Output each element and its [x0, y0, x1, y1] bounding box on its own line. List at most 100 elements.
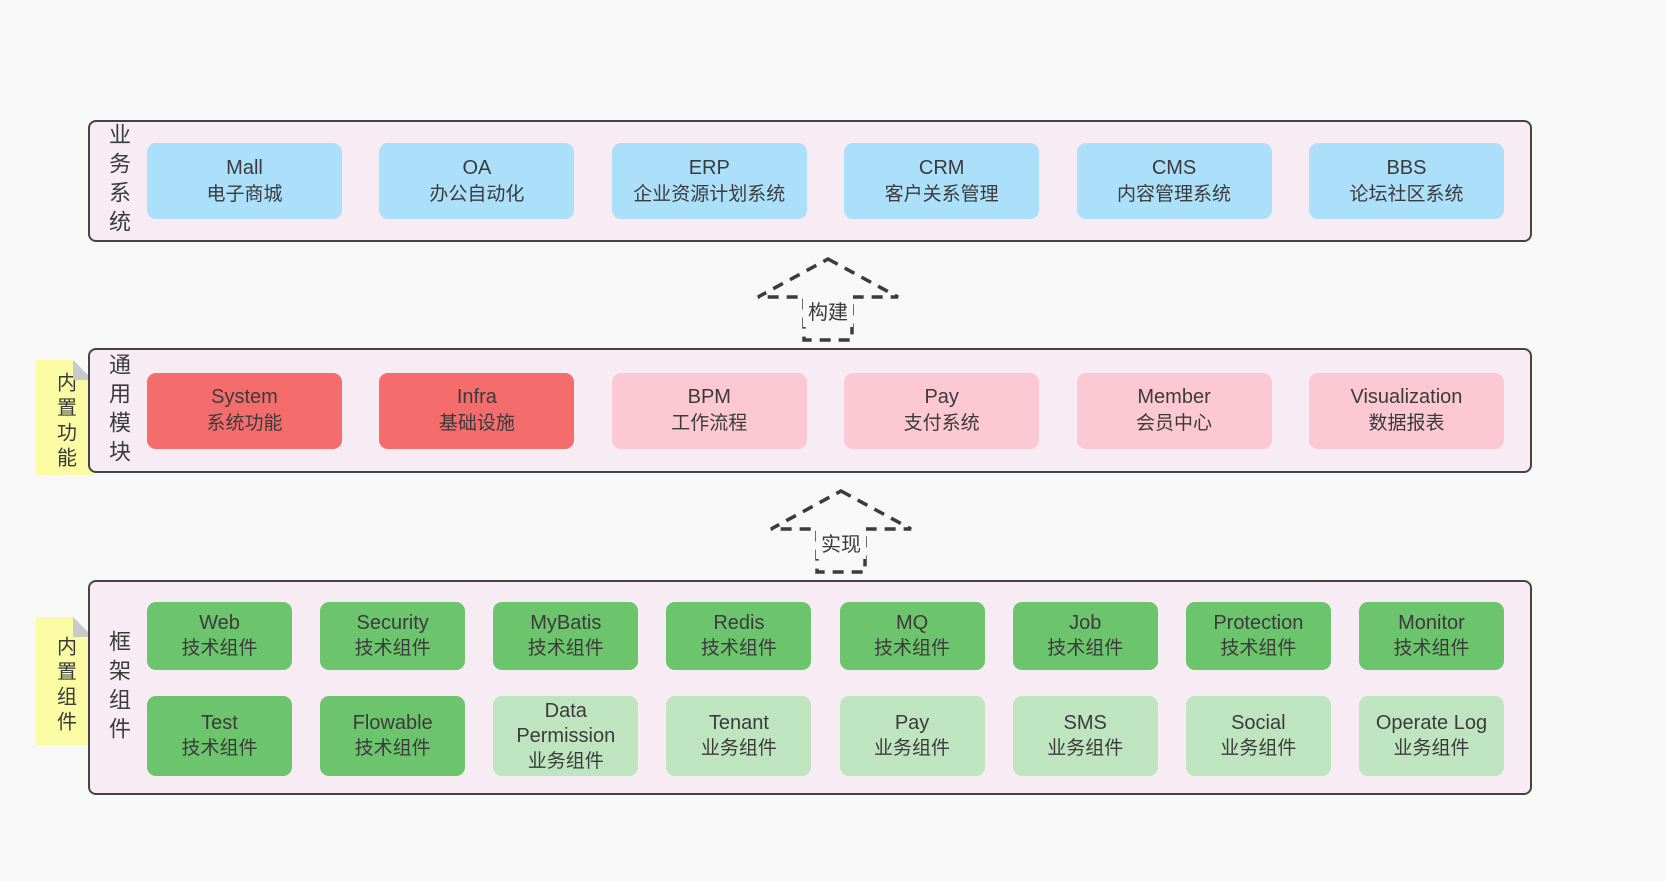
box-subtitle: 技术组件 — [700, 638, 777, 659]
sticky-built-in-components-label: 内置组件 — [53, 636, 76, 737]
box-system: System 系统功能 — [147, 372, 342, 449]
box-title: Operate Log — [1375, 712, 1488, 734]
box-subtitle: 技术组件 — [1047, 638, 1124, 659]
box-mybatis: MyBatis 技术组件 — [493, 602, 639, 670]
box-data-permission: Data Permission 业务组件 — [493, 696, 639, 776]
box-subtitle: 技术组件 — [1393, 638, 1470, 659]
box-title: MyBatis — [530, 612, 602, 634]
box-title: Monitor — [1398, 612, 1465, 634]
box-sms: SMS 业务组件 — [1012, 696, 1158, 776]
box-subtitle: 业务组件 — [1220, 738, 1297, 759]
box-subtitle: 内容管理系统 — [1117, 183, 1232, 205]
box-member: Member 会员中心 — [1076, 372, 1272, 449]
box-subtitle: 技术组件 — [354, 738, 431, 759]
box-title: Infra — [456, 386, 497, 408]
build-arrow-label: 构建 — [803, 294, 853, 327]
box-subtitle: 技术组件 — [1220, 638, 1297, 659]
business-box-row: Mall 电子商城 OA 办公自动化 ERP 企业资源计划系统 CRM 客户关系管理 CMS 内容… — [147, 143, 1504, 219]
box-flowable: Flowable 技术组件 — [320, 696, 466, 776]
box-subtitle: 业务组件 — [874, 738, 951, 759]
box-social: Social 业务组件 — [1185, 696, 1331, 776]
box-subtitle: 会员中心 — [1136, 413, 1213, 434]
box-title: Flowable — [352, 712, 433, 734]
sticky-built-in-functions-label: 内置功能 — [53, 372, 76, 473]
box-title: Security — [356, 612, 429, 634]
box-bbs: BBS 论坛社区系统 — [1308, 143, 1504, 219]
implement-arrow-label: 实现 — [816, 526, 866, 559]
box-subtitle: 技术组件 — [527, 638, 604, 659]
box-title: Data Permission — [516, 699, 616, 747]
panel-framework-label: 框架组件 — [106, 629, 131, 746]
box-security: Security 技术组件 — [320, 602, 466, 670]
build-arrow: 构建 — [753, 254, 903, 344]
box-redis: Redis 技术组件 — [666, 602, 812, 670]
box-title: Pay — [894, 712, 930, 734]
box-subtitle: 论坛社区系统 — [1349, 183, 1464, 205]
box-title: Pay — [924, 386, 959, 408]
box-subtitle: 电子商城 — [206, 183, 283, 205]
box-title: MQ — [895, 612, 929, 634]
box-title: OA — [462, 156, 492, 179]
box-subtitle: 技术组件 — [181, 738, 258, 759]
box-job: Job 技术组件 — [1012, 602, 1158, 670]
box-title: Tenant — [708, 712, 769, 734]
implement-arrow: 实现 — [766, 486, 916, 576]
box-subtitle: 业务组件 — [700, 738, 777, 759]
panel-modules-label: 通用模块 — [106, 352, 131, 469]
box-subtitle: 工作流程 — [671, 413, 748, 434]
box-subtitle: 企业资源计划系统 — [633, 183, 786, 205]
box-title: Visualization — [1350, 386, 1463, 408]
box-monitor: Monitor 技术组件 — [1358, 602, 1504, 670]
box-crm: CRM 客户关系管理 — [844, 143, 1040, 219]
box-erp: ERP 企业资源计划系统 — [611, 143, 807, 219]
box-tenant: Tenant 业务组件 — [666, 696, 812, 776]
box-subtitle: 业务组件 — [527, 750, 604, 772]
box-title: Member — [1137, 386, 1211, 408]
sticky-built-in-components: 内置组件 — [36, 617, 93, 745]
box-pay: Pay 支付系统 — [844, 372, 1040, 449]
box-protection: Protection 技术组件 — [1185, 602, 1331, 670]
box-bpm: BPM 工作流程 — [611, 372, 807, 449]
box-title: SMS — [1063, 712, 1107, 734]
box-title: Protection — [1213, 612, 1304, 634]
sticky-built-in-functions: 内置功能 — [36, 360, 93, 475]
box-subtitle: 业务组件 — [1047, 738, 1124, 759]
box-subtitle: 客户关系管理 — [884, 183, 999, 205]
box-operate-log: Operate Log 业务组件 — [1358, 696, 1504, 776]
box-title: CMS — [1151, 156, 1197, 179]
panel-common-modules: 通用模块 System 系统功能 Infra 基础设施 BPM 工作流程 Pay 支付系统 Me… — [88, 348, 1532, 473]
box-title: System — [211, 386, 278, 408]
panel-business-label: 业务系统 — [106, 123, 131, 239]
box-subtitle: 技术组件 — [181, 638, 258, 659]
box-oa: OA 办公自动化 — [379, 143, 575, 219]
box-title: BPM — [687, 386, 731, 408]
box-title: CRM — [918, 156, 965, 179]
box-title: ERP — [688, 156, 730, 179]
box-subtitle: 支付系统 — [903, 413, 980, 434]
box-subtitle: 技术组件 — [354, 638, 431, 659]
box-title: Redis — [713, 612, 765, 634]
box-web: Web 技术组件 — [147, 602, 292, 670]
box-subtitle: 业务组件 — [1393, 738, 1470, 759]
box-title: Web — [199, 612, 240, 634]
up-arrow-icon — [770, 489, 912, 574]
panel-business-systems: 业务系统 Mall 电子商城 OA 办公自动化 ERP 企业资源计划系统 CRM 客户关系管理… — [88, 120, 1532, 242]
box-mall: Mall 电子商城 — [147, 143, 342, 219]
box-subtitle: 系统功能 — [206, 413, 283, 434]
box-title: BBS — [1386, 156, 1427, 179]
box-title: Mall — [226, 156, 263, 179]
box-pay: Pay 业务组件 — [839, 696, 985, 776]
box-subtitle: 办公自动化 — [429, 183, 525, 205]
box-subtitle: 基础设施 — [438, 413, 515, 434]
up-arrow-icon — [757, 257, 899, 342]
box-title: Job — [1069, 612, 1102, 634]
box-infra: Infra 基础设施 — [379, 372, 575, 449]
box-cms: CMS 内容管理系统 — [1076, 143, 1272, 219]
box-title: Social — [1231, 712, 1286, 734]
